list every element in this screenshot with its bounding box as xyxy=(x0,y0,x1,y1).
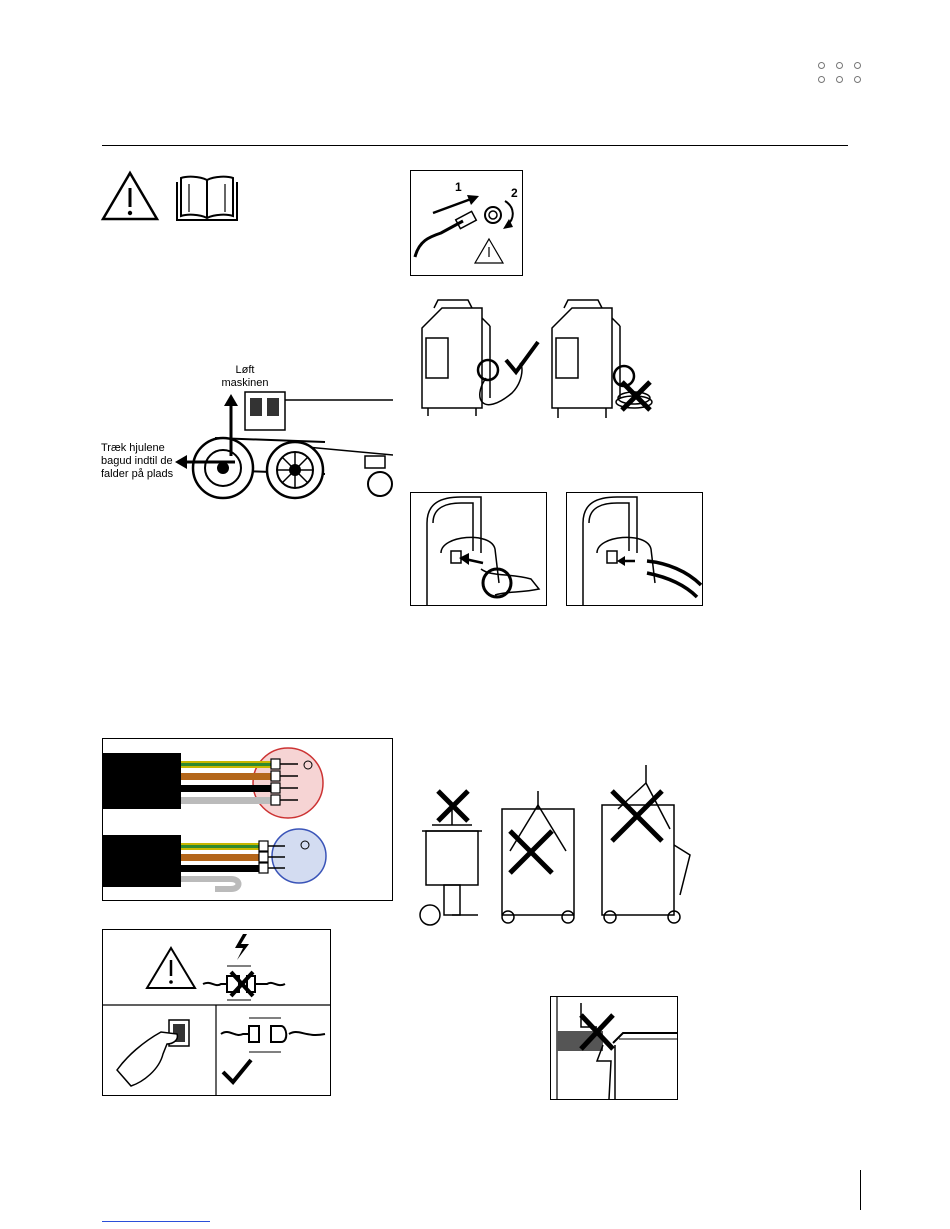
crane-lift-prohibited-diagram xyxy=(412,765,697,930)
step-2-label: 2 xyxy=(511,186,518,200)
lift-label-line2: maskinen xyxy=(221,377,268,389)
bracket-prohibited-panel xyxy=(550,996,678,1100)
lightning-icon xyxy=(235,934,249,960)
warning-triangle-icon xyxy=(147,948,195,988)
header-dots-icon xyxy=(817,62,863,88)
pull-label-line1: Træk hjulene xyxy=(101,442,165,454)
pull-wheels-label: Træk hjulene bagud indtil de falder på p… xyxy=(101,442,191,481)
pull-label-line3: falder på plads xyxy=(101,468,173,480)
torch-connect-panel: 1 2 xyxy=(410,170,523,276)
page-margin-rule xyxy=(860,1170,861,1210)
disconnect-warning-panel xyxy=(102,929,331,1096)
lift-label-line1: Løft xyxy=(236,364,255,376)
torch-lock-panel xyxy=(410,492,547,606)
pull-label-line2: bagud indtil de xyxy=(101,455,173,467)
open-book-icon xyxy=(175,172,239,222)
mains-wiring-panel xyxy=(102,738,393,901)
step-1-label: 1 xyxy=(455,180,462,194)
cross-icon xyxy=(231,972,253,996)
checkmark-icon xyxy=(223,1060,251,1082)
lift-label: Løft maskinen xyxy=(220,364,270,390)
header-rule xyxy=(102,145,848,146)
single-phase-plug-icon xyxy=(272,829,326,883)
switch-off-icon xyxy=(117,1020,189,1086)
three-phase-plug-icon xyxy=(253,748,323,818)
cable-connect-panel xyxy=(566,492,703,606)
warning-triangle-icon xyxy=(100,170,160,222)
trolley-wheels-diagram xyxy=(175,390,393,502)
cross-icon xyxy=(438,791,662,873)
footer-link-underline xyxy=(102,1221,210,1222)
cable-position-diagram xyxy=(412,298,662,428)
